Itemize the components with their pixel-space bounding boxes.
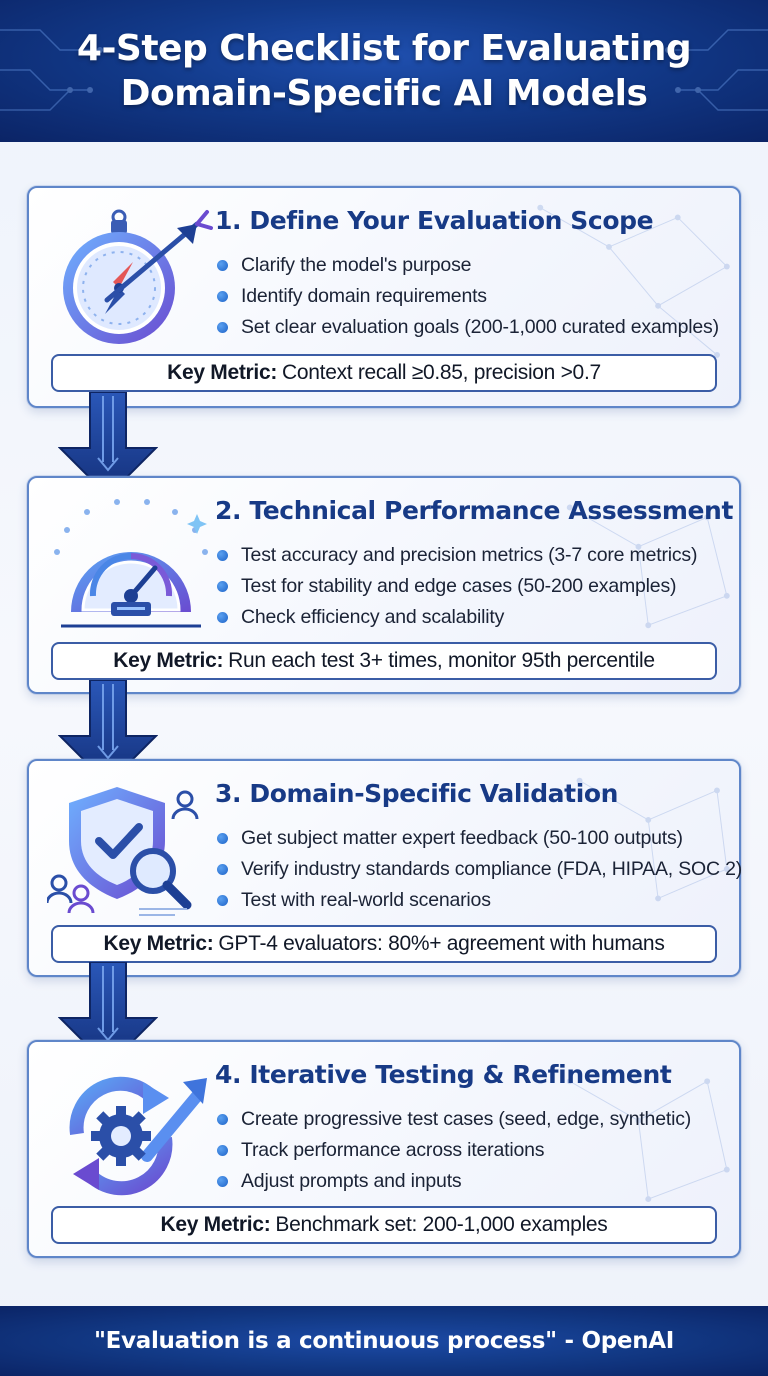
step-bullet-list: Test accuracy and precision metrics (3-7…	[215, 540, 697, 633]
list-item: Check efficiency and scalability	[215, 602, 697, 633]
key-metric-label: Key Metric:	[167, 361, 278, 384]
step-bullet-list: Create progressive test cases (seed, edg…	[215, 1104, 691, 1197]
footer-banner: "Evaluation is a continuous process" - O…	[0, 1306, 768, 1376]
footer-quote: "Evaluation is a continuous process" - O…	[93, 1328, 675, 1354]
step-title: 1. Define Your Evaluation Scope	[215, 206, 654, 235]
list-item: Test accuracy and precision metrics (3-7…	[215, 540, 697, 571]
step-bullet-list: Get subject matter expert feedback (50-1…	[215, 823, 742, 916]
speedometer-gauge-icon	[54, 499, 208, 628]
step-card-1: 1. Define Your Evaluation Scope Clarify …	[27, 186, 741, 408]
key-metric-label: Key Metric:	[113, 649, 224, 672]
list-item: Track performance across iterations	[215, 1135, 691, 1166]
circuit-pattern-right-icon	[665, 29, 768, 111]
step-bullet-list: Clarify the model's purpose Identify dom…	[215, 250, 719, 343]
compass-arrow-icon	[63, 209, 213, 344]
key-metric-box: Key Metric: Benchmark set: 200-1,000 exa…	[51, 1206, 717, 1244]
header-banner: 4-Step Checklist for Evaluating Domain-S…	[0, 0, 768, 142]
list-item: Adjust prompts and inputs	[215, 1166, 691, 1197]
key-metric-value: GPT-4 evaluators: 80%+ agreement with hu…	[218, 932, 665, 955]
list-item: Clarify the model's purpose	[215, 250, 719, 281]
key-metric-box: Key Metric: Context recall ≥0.85, precis…	[51, 354, 717, 392]
key-metric-value: Context recall ≥0.85, precision >0.7	[282, 361, 601, 384]
step-title: 4. Iterative Testing & Refinement	[215, 1060, 672, 1089]
list-item: Create progressive test cases (seed, edg…	[215, 1104, 691, 1135]
key-metric-box: Key Metric: Run each test 3+ times, moni…	[51, 642, 717, 680]
page-title: 4-Step Checklist for Evaluating Domain-S…	[76, 28, 692, 114]
list-item: Test with real-world scenarios	[215, 885, 742, 916]
shield-magnifier-icon	[47, 787, 199, 916]
list-item: Identify domain requirements	[215, 281, 719, 312]
gear-cycle-arrows-icon	[69, 1076, 207, 1196]
key-metric-label: Key Metric:	[160, 1213, 271, 1236]
key-metric-label: Key Metric:	[103, 932, 214, 955]
list-item: Verify industry standards compliance (FD…	[215, 854, 742, 885]
step-title: 2. Technical Performance Assessment	[215, 496, 733, 525]
list-item: Set clear evaluation goals (200-1,000 cu…	[215, 312, 719, 343]
step-card-3: 3. Domain-Specific Validation Get subjec…	[27, 759, 742, 977]
list-item: Get subject matter expert feedback (50-1…	[215, 823, 742, 854]
down-arrow-icon	[58, 392, 158, 496]
step-card-4: 4. Iterative Testing & Refinement Create…	[27, 1040, 741, 1258]
key-metric-value: Benchmark set: 200-1,000 examples	[275, 1213, 608, 1236]
step-title: 3. Domain-Specific Validation	[215, 779, 619, 808]
key-metric-value: Run each test 3+ times, monitor 95th per…	[228, 649, 655, 672]
list-item: Test for stability and edge cases (50-20…	[215, 571, 697, 602]
step-card-2: 2. Technical Performance Assessment Test…	[27, 476, 741, 694]
key-metric-box: Key Metric: GPT-4 evaluators: 80%+ agree…	[51, 925, 717, 963]
circuit-pattern-left-icon	[0, 29, 103, 111]
